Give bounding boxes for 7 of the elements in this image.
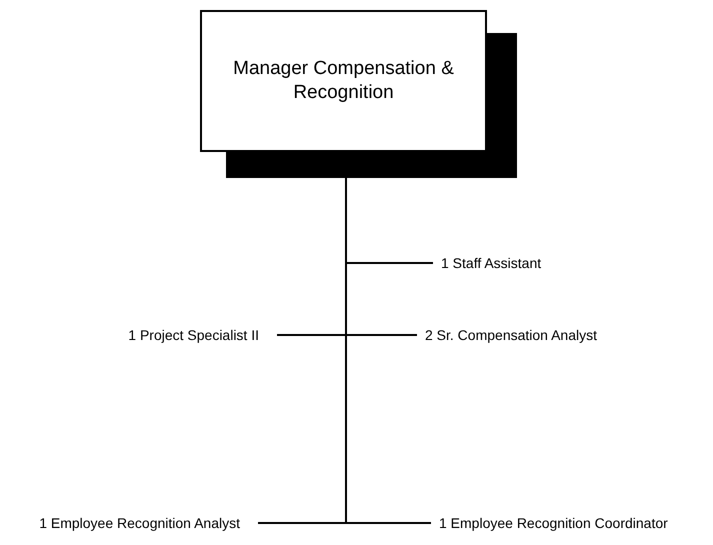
box-title: Manager Compensation & Recognition — [232, 57, 455, 105]
position-box — [200, 10, 487, 152]
position-label: 1 Employee Recognition Coordinator — [439, 515, 668, 531]
position-label: 1 Project Specialist II — [128, 327, 259, 343]
position-label: 1 Employee Recognition Analyst — [39, 515, 240, 531]
position-label: 1 Staff Assistant — [441, 255, 542, 271]
position-label: 2 Sr. Compensation Analyst — [425, 327, 597, 343]
